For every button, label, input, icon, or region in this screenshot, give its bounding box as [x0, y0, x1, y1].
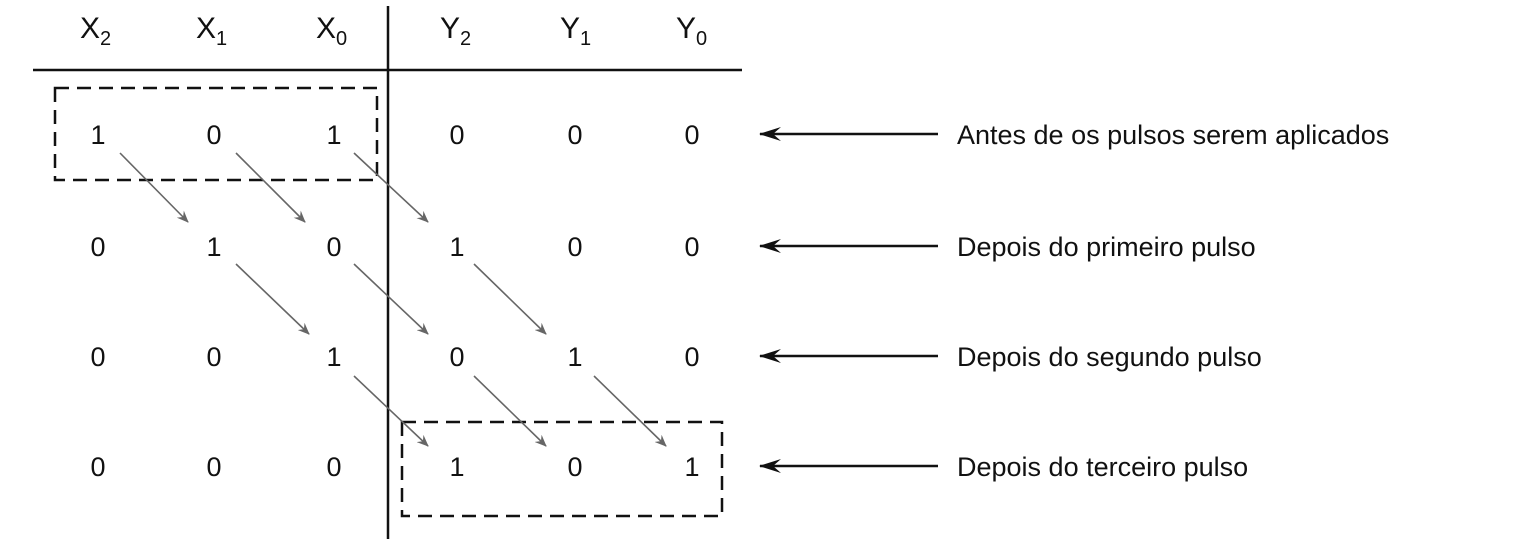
bit-r1-y1: 0 — [567, 232, 582, 262]
state-label-second-pulse: Depois do segundo pulso — [957, 342, 1262, 372]
bit-r1-x1: 1 — [206, 232, 221, 262]
state-label-third-pulse: Depois do terceiro pulso — [957, 452, 1248, 482]
bit-r3-y2: 1 — [449, 452, 464, 482]
bit-r0-y0: 0 — [684, 120, 699, 150]
state-label-initial: Antes de os pulsos serem aplicados — [957, 120, 1389, 150]
shift-arrow — [235, 263, 310, 335]
state-arrows — [759, 127, 938, 473]
shift-arrow — [119, 152, 189, 223]
bit-r1-y0: 0 — [684, 232, 699, 262]
column-headers: X2 X1 X0 Y2 Y1 Y0 — [80, 12, 707, 50]
initial-x-box — [53, 86, 379, 182]
shift-arrow — [353, 263, 429, 335]
header-x0: X0 — [316, 12, 347, 50]
bit-r2-y2: 0 — [449, 342, 464, 372]
shift-arrow — [353, 375, 429, 447]
bit-r3-x0: 0 — [326, 452, 341, 482]
bit-r0-y1: 0 — [567, 120, 582, 150]
bit-r0-x2: 1 — [90, 120, 105, 150]
state-label-first-pulse: Depois do primeiro pulso — [957, 232, 1256, 262]
shift-arrow — [473, 263, 547, 335]
bit-r3-y1: 0 — [567, 452, 582, 482]
shift-arrow — [235, 152, 306, 223]
bit-r0-x1: 0 — [206, 120, 221, 150]
state-labels: Antes de os pulsos serem aplicados Depoi… — [957, 120, 1389, 482]
shift-arrow — [353, 152, 429, 223]
bit-r2-y0: 0 — [684, 342, 699, 372]
header-x1: X1 — [196, 12, 227, 50]
header-x2: X2 — [80, 12, 111, 50]
bit-r1-y2: 1 — [449, 232, 464, 262]
bit-r0-y2: 0 — [449, 120, 464, 150]
bit-r2-x1: 0 — [206, 342, 221, 372]
bit-r3-x1: 0 — [206, 452, 221, 482]
bit-table: 1 0 1 0 0 0 0 1 0 1 0 0 0 0 1 0 1 0 0 0 … — [90, 120, 699, 482]
bit-r1-x0: 0 — [326, 232, 341, 262]
header-y2: Y2 — [440, 12, 471, 50]
shift-arrow — [473, 375, 547, 447]
shift-arrows — [119, 152, 667, 447]
bit-r1-x2: 0 — [90, 232, 105, 262]
bit-r2-x2: 0 — [90, 342, 105, 372]
final-y-box — [400, 420, 724, 518]
bit-r2-x0: 1 — [326, 342, 341, 372]
header-y0: Y0 — [676, 12, 707, 50]
bit-r2-y1: 1 — [567, 342, 582, 372]
bit-r0-x0: 1 — [326, 120, 341, 150]
bit-r3-x2: 0 — [90, 452, 105, 482]
header-y1: Y1 — [560, 12, 591, 50]
bit-r3-y0: 1 — [684, 452, 699, 482]
shift-arrow — [593, 375, 667, 447]
